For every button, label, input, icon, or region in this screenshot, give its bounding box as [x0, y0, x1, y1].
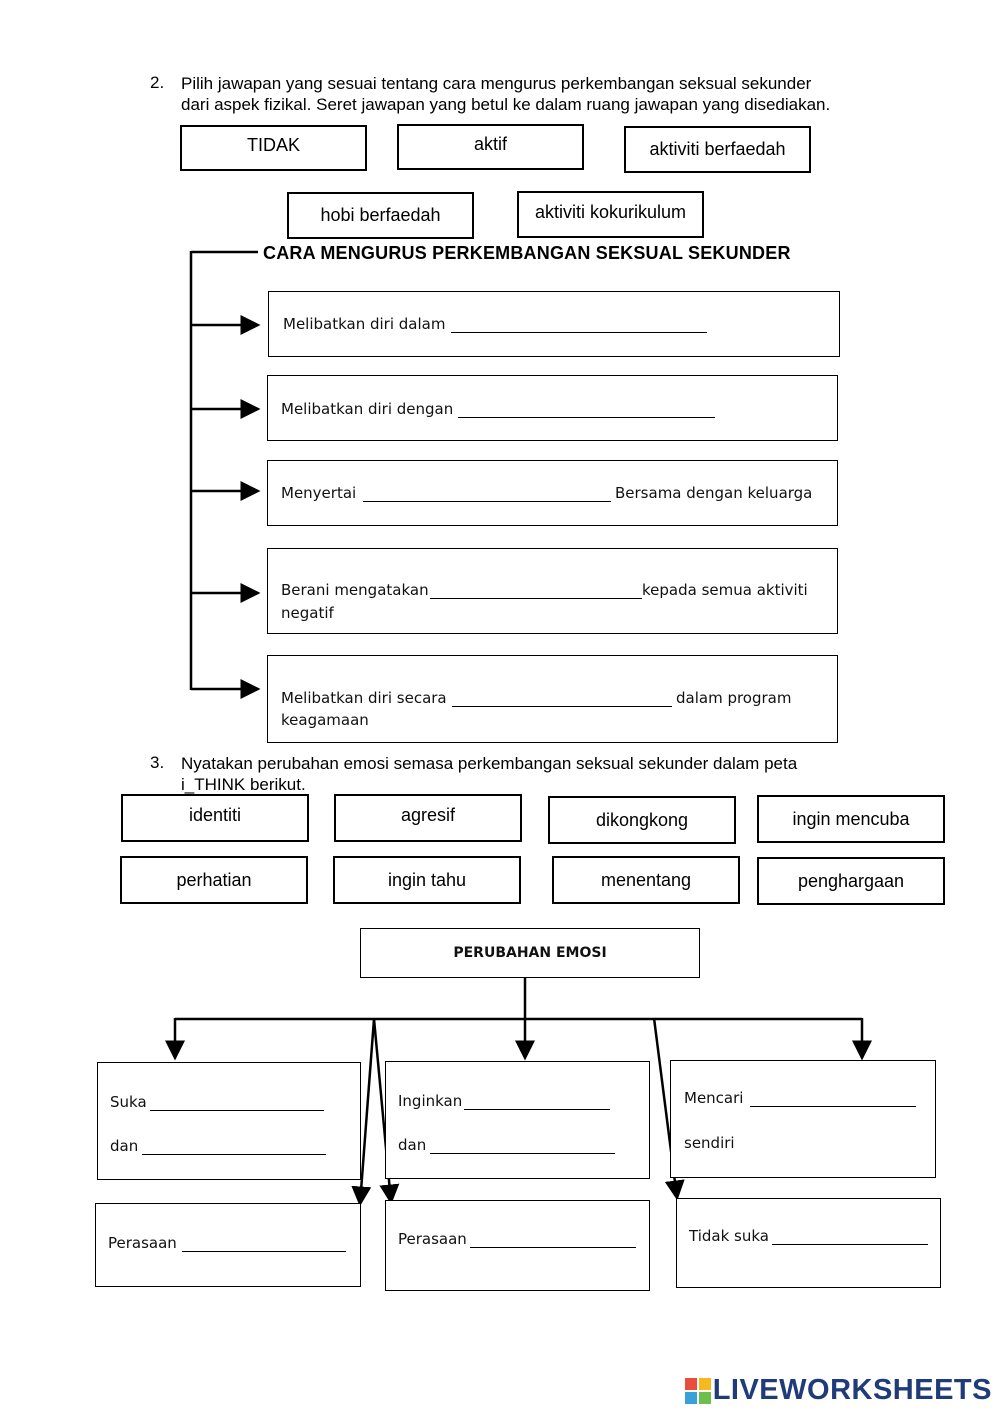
emotion-box-2-label-1: Inginkan	[398, 1092, 463, 1110]
answer-box-2: Melibatkan diri dengan	[267, 375, 838, 441]
question-3-number: 3.	[150, 753, 165, 772]
option-ingin-tahu[interactable]: ingin tahu	[333, 856, 521, 904]
emotion-blank-3[interactable]	[750, 1090, 916, 1107]
option-label: hobi berfaedah	[320, 205, 441, 225]
option-label: ingin tahu	[387, 869, 467, 890]
answer-box-5-text-after: dalam program	[676, 689, 792, 707]
answer-box-3-text-before: Menyertai	[281, 484, 357, 502]
emotion-box-3-label-2: sendiri	[684, 1134, 735, 1152]
option-agresif[interactable]: agresif	[334, 794, 522, 842]
answer-box-5-text-before: Melibatkan diri secara	[281, 689, 447, 707]
answer-box-5: Melibatkan diri secara dalam program kea…	[267, 655, 838, 743]
question-3-line-2: i_THINK berikut.	[181, 775, 306, 794]
question-2-line-2: dari aspek fizikal. Seret jawapan yang b…	[181, 95, 831, 114]
answer-box-3-text-after: Bersama dengan keluarga	[615, 484, 813, 502]
option-label: perhatian	[176, 869, 252, 890]
option-aktif[interactable]: aktif	[397, 124, 584, 170]
emotion-blank-1a[interactable]	[150, 1094, 324, 1111]
emotion-blank-1b[interactable]	[142, 1138, 326, 1155]
emotion-box-3: Mencari sendiri	[670, 1060, 936, 1178]
option-aktiviti-kokurikulum[interactable]: aktiviti kokurikulum	[517, 191, 704, 238]
diagram-title: CARA MENGURUS PERKEMBANGAN SEKSUAL SEKUN…	[263, 243, 791, 263]
answer-box-1-text: Melibatkan diri dalam	[283, 315, 446, 333]
emotion-blank-6[interactable]	[772, 1228, 928, 1245]
option-label: dikongkong	[595, 809, 689, 830]
emotion-box-1-label-2: dan	[110, 1137, 139, 1155]
question-2-number: 2.	[150, 73, 165, 92]
answer-blank-3[interactable]	[363, 485, 611, 502]
answer-box-4-text-before: Berani mengatakan	[281, 581, 429, 599]
answer-blank-2[interactable]	[458, 401, 715, 418]
option-identiti[interactable]: identiti	[121, 794, 309, 842]
emotion-blank-2a[interactable]	[464, 1093, 610, 1110]
option-label: agresif	[400, 804, 456, 825]
emotion-blank-4[interactable]	[182, 1235, 346, 1252]
answer-box-4-text-line2: negatif	[281, 604, 334, 622]
question-2-bracket-diagram	[189, 250, 261, 699]
answer-box-5-text-line2: keagamaan	[281, 711, 369, 729]
answer-box-1: Melibatkan diri dalam	[268, 291, 840, 357]
question-3-line-1: Nyatakan perubahan emosi semasa perkemba…	[181, 754, 798, 773]
answer-box-4-text-after: kepada semua aktiviti	[642, 581, 808, 599]
emotion-blank-5[interactable]	[470, 1231, 636, 1248]
option-label: ingin mencuba	[792, 808, 910, 829]
option-label: aktiviti berfaedah	[649, 139, 786, 159]
option-dikongkong[interactable]: dikongkong	[548, 796, 736, 844]
emotion-box-6: Tidak suka	[676, 1198, 941, 1288]
answer-box-3: Menyertai Bersama dengan keluarga	[267, 460, 838, 526]
option-perhatian[interactable]: perhatian	[120, 856, 308, 904]
map-title-box: PERUBAHAN EMOSI	[360, 928, 700, 978]
liveworksheets-logo-icon	[684, 1377, 711, 1404]
emotion-box-3-label-1: Mencari	[684, 1089, 744, 1107]
emotion-box-6-label: Tidak suka	[689, 1227, 769, 1245]
emotion-blank-2b[interactable]	[430, 1137, 615, 1154]
liveworksheets-logo: LIVEWORKSHEETS	[684, 1374, 992, 1407]
option-hobi-berfaedah[interactable]: hobi berfaedah	[287, 192, 474, 239]
emotion-box-5-label: Perasaan	[398, 1230, 467, 1248]
option-tidak[interactable]: TIDAK	[180, 125, 367, 171]
emotion-box-2-label-2: dan	[398, 1136, 427, 1154]
liveworksheets-brand: LIVEWORKSHEETS	[712, 1374, 992, 1406]
emotion-box-1-label-1: Suka	[110, 1093, 147, 1111]
emotion-box-4: Perasaan	[95, 1203, 361, 1287]
option-aktiviti-berfaedah[interactable]: aktiviti berfaedah	[624, 126, 811, 173]
option-label: identiti	[188, 804, 242, 825]
map-title: PERUBAHAN EMOSI	[453, 945, 607, 961]
answer-box-2-text: Melibatkan diri dengan	[281, 400, 454, 418]
option-penghargaan[interactable]: penghargaan	[757, 857, 945, 905]
option-label: TIDAK	[246, 134, 300, 155]
emotion-box-5: Perasaan	[385, 1200, 650, 1291]
answer-blank-1[interactable]	[451, 316, 707, 333]
option-ingin-mencuba[interactable]: ingin mencuba	[757, 795, 945, 843]
answer-blank-4[interactable]	[430, 582, 642, 599]
option-label: penghargaan	[797, 870, 905, 891]
option-label: aktiviti kokurikulum	[534, 202, 687, 222]
emotion-box-4-label: Perasaan	[108, 1234, 177, 1252]
question-2-line-1: Pilih jawapan yang sesuai tentang cara m…	[181, 74, 812, 93]
answer-box-4: Berani mengatakan kepada semua aktiviti …	[267, 548, 838, 634]
emotion-box-1: Suka dan	[97, 1062, 361, 1180]
option-label: menentang	[600, 869, 692, 890]
answer-blank-5[interactable]	[452, 690, 672, 707]
option-label: aktif	[473, 133, 507, 154]
emotion-box-2: Inginkan dan	[385, 1061, 650, 1179]
option-menentang[interactable]: menentang	[552, 856, 740, 904]
